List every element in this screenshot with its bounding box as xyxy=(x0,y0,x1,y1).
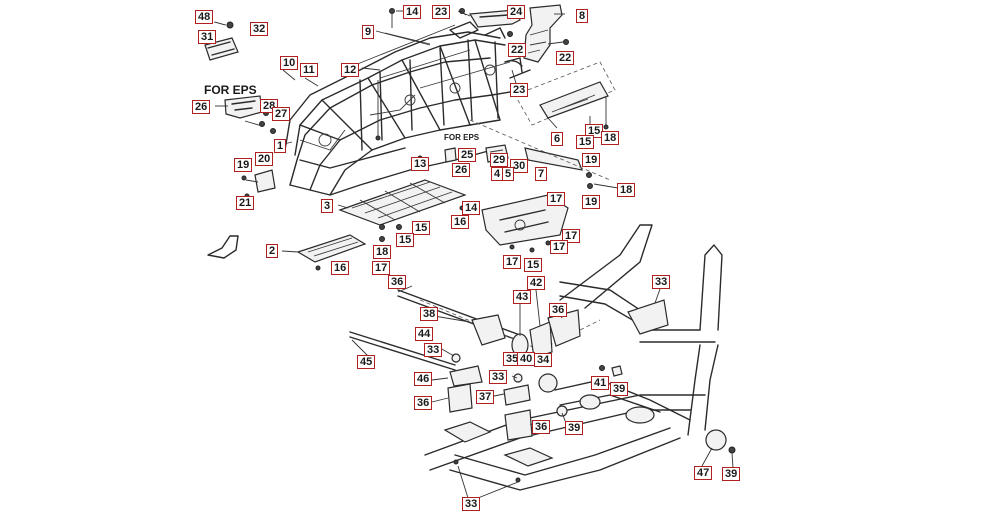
cable-23 xyxy=(504,59,523,67)
callout-label: 21 xyxy=(236,196,255,210)
callout-label: 31 xyxy=(198,30,217,44)
bracket-8 xyxy=(523,4,569,63)
callout-label: 15 xyxy=(412,221,431,235)
callout-label: 2 xyxy=(266,244,279,258)
callout-label: 8 xyxy=(576,9,589,23)
caption-for-eps-small: FOR EPS xyxy=(444,133,480,142)
callout-label: 23 xyxy=(432,5,451,19)
callout-label: 39 xyxy=(722,467,741,481)
caption-for-eps: FOR EPS xyxy=(204,83,257,97)
callout-label: 44 xyxy=(415,327,434,341)
callout-label: 15 xyxy=(524,258,543,272)
callout-label: 36 xyxy=(414,396,433,410)
callout-label: 47 xyxy=(694,466,713,480)
callout-label: 48 xyxy=(195,10,214,24)
callout-label: 14 xyxy=(403,5,422,19)
callout-label: 26 xyxy=(192,100,211,114)
callout-label: 7 xyxy=(535,167,548,181)
callout-label: 16 xyxy=(451,215,470,229)
callout-label: 18 xyxy=(601,131,620,145)
callout-label: 17 xyxy=(547,192,566,206)
bracket-7 xyxy=(469,119,611,189)
callout-label: 29 xyxy=(490,153,509,167)
callout-label: 38 xyxy=(420,307,439,321)
callout-label: 39 xyxy=(610,382,629,396)
callout-label: 19 xyxy=(582,153,601,167)
callout-label: 46 xyxy=(414,372,433,386)
callout-label: 43 xyxy=(513,290,532,304)
callout-label: 17 xyxy=(562,229,581,243)
callout-label: 3 xyxy=(321,199,334,213)
callout-label: 42 xyxy=(527,276,546,290)
callout-label: 39 xyxy=(565,421,584,435)
callout-label: 6 xyxy=(551,132,564,146)
main-frame xyxy=(284,21,531,196)
callout-label: 17 xyxy=(550,240,569,254)
callout-label: 22 xyxy=(508,43,527,57)
callout-label: 37 xyxy=(476,390,495,404)
callout-label: 22 xyxy=(556,51,575,65)
callout-label: 13 xyxy=(411,157,430,171)
callout-label: 36 xyxy=(532,420,551,434)
callout-label: 33 xyxy=(462,497,481,511)
frame-bolts xyxy=(282,8,471,141)
callout-label: 15 xyxy=(396,233,415,247)
skid-plate-6 xyxy=(514,61,616,130)
callout-label: 32 xyxy=(250,22,269,36)
callout-label: 10 xyxy=(280,56,299,70)
callout-label: 9 xyxy=(362,25,375,39)
callout-label: 30 xyxy=(510,159,529,173)
callout-label: 14 xyxy=(462,201,481,215)
rear-tube-frame xyxy=(424,224,727,491)
callout-label: 19 xyxy=(582,195,601,209)
small-nuts-right xyxy=(599,365,736,454)
callout-label: 33 xyxy=(652,275,671,289)
plate-42 xyxy=(529,321,553,359)
mount-36-upper xyxy=(547,299,669,347)
callout-label: 17 xyxy=(372,261,391,275)
callout-leaders xyxy=(214,10,734,499)
callout-label: 24 xyxy=(507,5,526,19)
callout-label: 36 xyxy=(388,275,407,289)
callout-label: 41 xyxy=(591,376,610,390)
callout-label: 34 xyxy=(534,353,553,367)
callout-label: 5 xyxy=(502,167,515,181)
skid-plate-3 xyxy=(338,179,467,242)
callout-label: 19 xyxy=(234,158,253,172)
callout-label: 36 xyxy=(549,303,568,317)
callout-label: 33 xyxy=(424,343,443,357)
callout-label: 18 xyxy=(617,183,636,197)
callout-label: 1 xyxy=(274,139,287,153)
callout-label: 26 xyxy=(452,163,471,177)
callout-label: 35 xyxy=(503,352,522,366)
callout-label: 18 xyxy=(373,245,392,259)
callout-label: 16 xyxy=(331,261,350,275)
callout-label: 33 xyxy=(489,370,508,384)
callout-label: 23 xyxy=(510,83,529,97)
clip-left xyxy=(207,235,239,259)
callout-label: 12 xyxy=(341,63,360,77)
callout-label: 25 xyxy=(458,148,477,162)
callout-label: 40 xyxy=(517,352,536,366)
rubber-mounts xyxy=(443,353,554,483)
callout-label: 27 xyxy=(272,107,291,121)
callout-label: 11 xyxy=(300,63,318,77)
bracket-20 xyxy=(241,169,276,199)
callout-label: 17 xyxy=(503,255,522,269)
callout-label: 15 xyxy=(576,135,595,149)
callout-label: 45 xyxy=(357,355,376,369)
callout-label: 20 xyxy=(255,152,274,166)
